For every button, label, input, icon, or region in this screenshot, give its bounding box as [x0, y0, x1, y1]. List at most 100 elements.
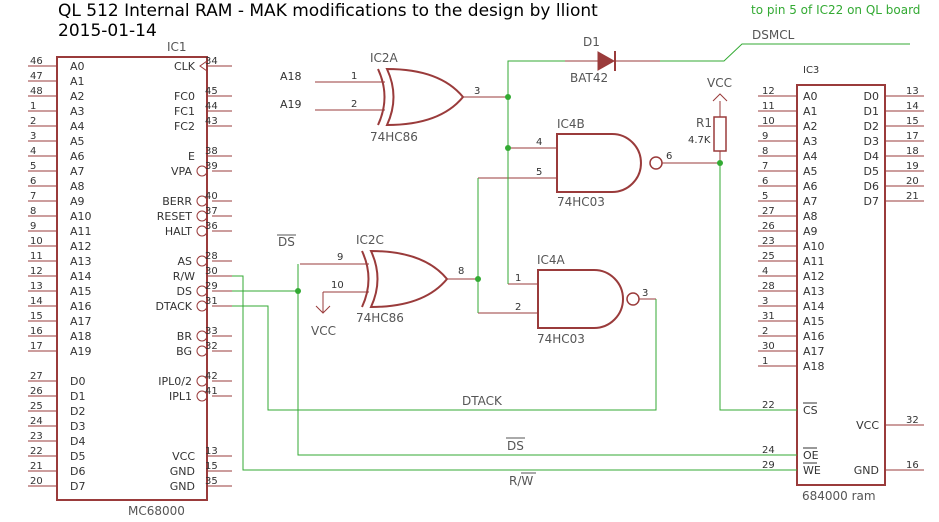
ic1-pin-number: 21 [30, 461, 43, 472]
ic3-pin-label: A9 [803, 225, 818, 238]
ic1-pin-number: 23 [30, 431, 43, 442]
ic3-pin-label: A6 [803, 180, 818, 193]
ic4b-pin6: 6 [666, 151, 672, 162]
ic3-pin-number: 12 [762, 86, 775, 97]
ic1-pin-number: 29 [205, 281, 218, 292]
ic3-pin-label: GND [854, 464, 879, 477]
ic1-pin-label: A12 [70, 240, 92, 253]
ic4b-pin4: 4 [536, 137, 542, 148]
ic1-pin-number: 24 [30, 416, 43, 427]
ic1-pin-number: 38 [205, 146, 218, 157]
ic3-body [796, 84, 886, 486]
ic1-pin-label: DTACK [155, 300, 192, 313]
ic3-pin-label: D7 [864, 195, 879, 208]
ic1-type: MC68000 [128, 504, 185, 518]
ic1-pin-number: 37 [205, 206, 218, 217]
ic1-pin-label: IPL0/2 [158, 375, 192, 388]
ic1-pin-label: A13 [70, 255, 92, 268]
ic1-pin-number: 11 [30, 251, 43, 262]
ic4a-gate [478, 269, 656, 329]
ic1-pin-label: A9 [70, 195, 85, 208]
ic3-right-pins: 13D014D115D217D318D419D520D621D732VCC16G… [854, 86, 924, 477]
ic1-pin-number: 22 [30, 446, 43, 457]
ic3-pin-label: A10 [803, 240, 825, 253]
ic1-pin-label: A8 [70, 180, 85, 193]
ic3-pin-label: A0 [803, 90, 818, 103]
ic1-pin-label: A14 [70, 270, 92, 283]
ic2c-pin9: 9 [337, 252, 343, 263]
ic1-pin-bubble [196, 210, 208, 222]
ic1-pin-label: IPL1 [169, 390, 192, 403]
ic1-pin-number: 6 [30, 176, 36, 187]
ic1-pin-number: 13 [30, 281, 43, 292]
d1-type: BAT42 [570, 71, 608, 85]
ic4b-gate [478, 133, 720, 193]
ic1-pin-number: 12 [30, 266, 43, 277]
ic3-pin-label: A15 [803, 315, 825, 328]
ic1-pin-label: RESET [157, 210, 193, 223]
ic4b-type: 74HC03 [557, 195, 605, 209]
ic1-pin-number: 39 [205, 161, 218, 172]
ic3-pin-number: 29 [762, 460, 775, 471]
ic3-pin-number: 9 [762, 131, 768, 142]
ic3-pin-number: 20 [906, 176, 919, 187]
ic1-pin-label: FC0 [174, 90, 195, 103]
ic1-pin-label: GND [170, 465, 195, 478]
ic4a-type: 74HC03 [537, 332, 585, 346]
net-label-rw: R/W [509, 474, 533, 488]
ic1-pin-number: 35 [205, 476, 218, 487]
ic1-pin-label: A4 [70, 120, 85, 133]
d1-diode [565, 51, 660, 71]
ic1-pin-number: 32 [205, 341, 218, 352]
ic1-pin-number: 2 [30, 116, 36, 127]
ic2a-pin2: 2 [351, 99, 357, 110]
ic1-pin-label: R/W [173, 270, 195, 283]
ic3-pin-number: 21 [906, 191, 919, 202]
ic3-pin-label: D0 [864, 90, 879, 103]
ic1-pin-number: 45 [205, 86, 218, 97]
ic3-pin-label: A18 [803, 360, 825, 373]
ic3-pin-label: A8 [803, 210, 818, 223]
ic1-pin-label: BERR [162, 195, 192, 208]
ic3-pin-label: A11 [803, 255, 825, 268]
ic3-pin-number: 16 [906, 460, 919, 471]
ic1-pin-number: 31 [205, 296, 218, 307]
ic3-pin-number: 22 [762, 400, 775, 411]
ic1-pin-bubble [196, 300, 208, 312]
ic3-pin-label: A14 [803, 300, 825, 313]
ic3-pin-label: A2 [803, 120, 818, 133]
ic3-pin-number: 17 [906, 131, 919, 142]
ic1-pin-number: 41 [205, 386, 218, 397]
ic1-pin-label: FC1 [174, 105, 195, 118]
ic3-pin-number: 5 [762, 191, 768, 202]
ic4b-name: IC4B [557, 117, 585, 131]
ic1-pin-label: A18 [70, 330, 92, 343]
ic1-pin-number: 3 [30, 131, 36, 142]
ic1-pin-bubble [196, 285, 208, 297]
ic1-clock-marker [199, 60, 208, 72]
ic1-pin-bubble [196, 390, 208, 402]
ic3-pin-number: 23 [762, 236, 775, 247]
ic3-pin-number: 28 [762, 281, 775, 292]
ic3-pin-label: OE [803, 449, 819, 462]
ic3-pin-label: D1 [864, 105, 879, 118]
ic1-pin-bubble [196, 330, 208, 342]
vcc-ic2c-label: VCC [311, 324, 336, 338]
ic3-pin-number: 27 [762, 206, 775, 217]
ic3-pin-number: 11 [762, 101, 775, 112]
ic1-pin-label: VPA [171, 165, 192, 178]
ic3-pin-number: 6 [762, 176, 768, 187]
ic1-pin-label: A2 [70, 90, 85, 103]
ic2a-in1-net: A18 [280, 70, 302, 83]
ic1-pin-label: A5 [70, 135, 85, 148]
ic2a-pin1: 1 [351, 71, 357, 82]
ic1-pin-number: 4 [30, 146, 36, 157]
ic3-pin-label: D4 [864, 150, 879, 163]
net-label-ds-gate: DS [278, 235, 295, 249]
ic3-pin-number: 7 [762, 161, 768, 172]
ic1-pin-bubble [196, 255, 208, 267]
ic1-pin-bubble [196, 165, 208, 177]
ic1-pin-label: D7 [70, 480, 85, 493]
ic1-pin-number: 47 [30, 71, 43, 82]
ic1-pin-label: A0 [70, 60, 85, 73]
